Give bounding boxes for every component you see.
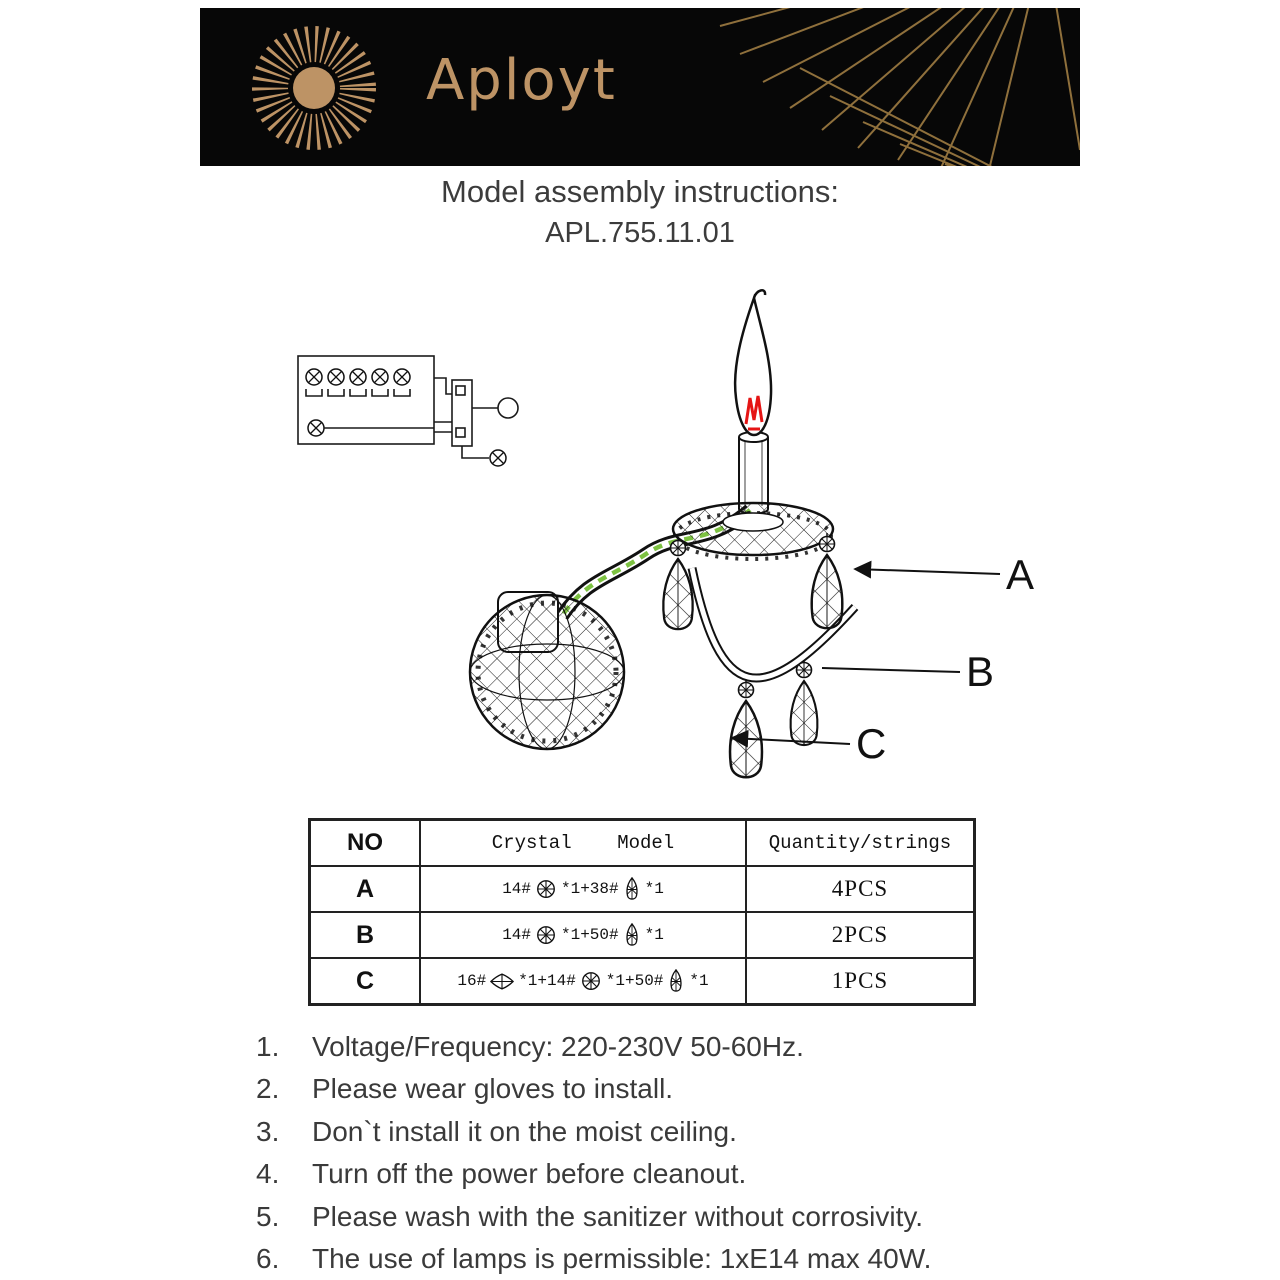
leader-line-c — [730, 729, 851, 748]
instruction-item-1: 1. Voltage/Frequency: 220-230V 50-60Hz. — [256, 1031, 1086, 1062]
table-row-c: C 16# *1+14# *1+50# *1 1PCS — [310, 958, 974, 1004]
row-model: 14# *1+50# *1 — [420, 912, 746, 958]
instruction-item-3: 3. Don`t install it on the moist ceiling… — [256, 1115, 1086, 1147]
row-quantity: 4PCS — [746, 866, 974, 912]
wiring-diagram — [297, 355, 519, 467]
instruction-text: The use of lamps is permissible: 1xE14 m… — [312, 1242, 932, 1274]
table-header-no: NO — [310, 820, 420, 866]
row-no: A — [310, 866, 420, 912]
instruction-text: Please wear gloves to install. — [312, 1073, 674, 1105]
instruction-text: Turn off the power before cleanout. — [312, 1158, 747, 1190]
model-text: 14# — [502, 880, 531, 898]
model-text: *1+38# — [561, 880, 619, 898]
label-a: A — [1006, 551, 1034, 598]
model-text: *1 — [689, 972, 709, 990]
instruction-item-4: 4. Turn off the power before cleanout. — [256, 1158, 1086, 1190]
arm-arc — [687, 567, 859, 683]
table-row-a: A 14# *1+38# *1 4PCS — [310, 866, 974, 912]
teardrop-crystal-icon — [670, 968, 683, 992]
assembly-diagram: A B C — [297, 289, 1034, 779]
model-text: 14# — [502, 926, 531, 944]
round-crystal-icon — [537, 926, 555, 944]
leader-line-a — [853, 560, 1001, 579]
instruction-number: 6. — [256, 1242, 280, 1274]
teardrop-crystal-icon — [625, 876, 638, 900]
diamond-crystal-icon — [490, 972, 515, 990]
table-header-row: NO Crystal Model Quantity/strings — [310, 820, 974, 866]
instruction-number: 1. — [256, 1031, 280, 1062]
row-no: B — [310, 912, 420, 958]
label-c: C — [856, 720, 886, 767]
row-no: C — [310, 958, 420, 1004]
page-title: Model assembly instructions: — [441, 174, 839, 209]
crystal-drop-b — [789, 660, 819, 747]
title-block: Model assembly instructions: APL.755.11.… — [0, 174, 1280, 250]
table-header-model: Crystal Model — [420, 820, 746, 866]
model-text: *1+50# — [561, 926, 619, 944]
row-quantity: 1PCS — [746, 958, 974, 1004]
decorative-rays — [719, 8, 1080, 166]
table-header-qty: Quantity/strings — [746, 820, 974, 866]
model-text: *1+50# — [605, 972, 664, 990]
instruction-number: 4. — [256, 1158, 280, 1190]
crystal-table: NO Crystal Model Quantity/strings A 14# … — [308, 818, 976, 1006]
instruction-item-2: 2. Please wear gloves to install. — [256, 1073, 1086, 1105]
candle-body — [738, 431, 769, 515]
teardrop-crystal-icon — [625, 922, 638, 946]
crystal-drop-a — [810, 533, 844, 630]
instruction-text: Please wash with the sanitizer without c… — [312, 1200, 924, 1232]
model-text: 16# — [457, 972, 487, 990]
table-row-b: B 14# *1+50# *1 2PCS — [310, 912, 974, 958]
instructions-list: 1. Voltage/Frequency: 220-230V 50-60Hz. … — [256, 1032, 1086, 1280]
instruction-text: Voltage/Frequency: 220-230V 50-60Hz. — [312, 1031, 804, 1062]
label-b: B — [966, 648, 994, 695]
instruction-item-5: 5. Please wash with the sanitizer withou… — [256, 1200, 1086, 1232]
instruction-number: 3. — [256, 1115, 280, 1147]
brand-header: Aployt — [200, 8, 1080, 166]
instruction-text: Don`t install it on the moist ceiling. — [312, 1115, 737, 1147]
model-text: *1 — [644, 926, 664, 944]
instruction-item-6: 6. The use of lamps is permissible: 1xE1… — [256, 1242, 1086, 1274]
row-model: 14# *1+38# *1 — [420, 866, 746, 912]
bulb-filament — [744, 395, 764, 431]
round-crystal-icon — [581, 972, 600, 990]
bobeche — [671, 501, 835, 561]
sunburst-logo-icon — [252, 26, 376, 150]
model-text: *1+14# — [518, 972, 576, 990]
model-number: APL.755.11.01 — [545, 217, 735, 249]
brand-name: Aployt — [426, 48, 617, 113]
instruction-number: 5. — [256, 1200, 280, 1232]
instruction-number: 2. — [256, 1073, 280, 1105]
wall-crystal-ball — [468, 593, 626, 751]
crystal-drop-c — [728, 680, 764, 779]
round-crystal-icon — [537, 880, 555, 898]
row-quantity: 2PCS — [746, 912, 974, 958]
candle-flame — [733, 289, 773, 437]
leader-line-b — [821, 667, 961, 673]
crystal-drop-left — [662, 537, 694, 631]
row-model: 16# *1+14# *1+50# *1 — [420, 958, 746, 1004]
model-text: *1 — [644, 880, 664, 898]
